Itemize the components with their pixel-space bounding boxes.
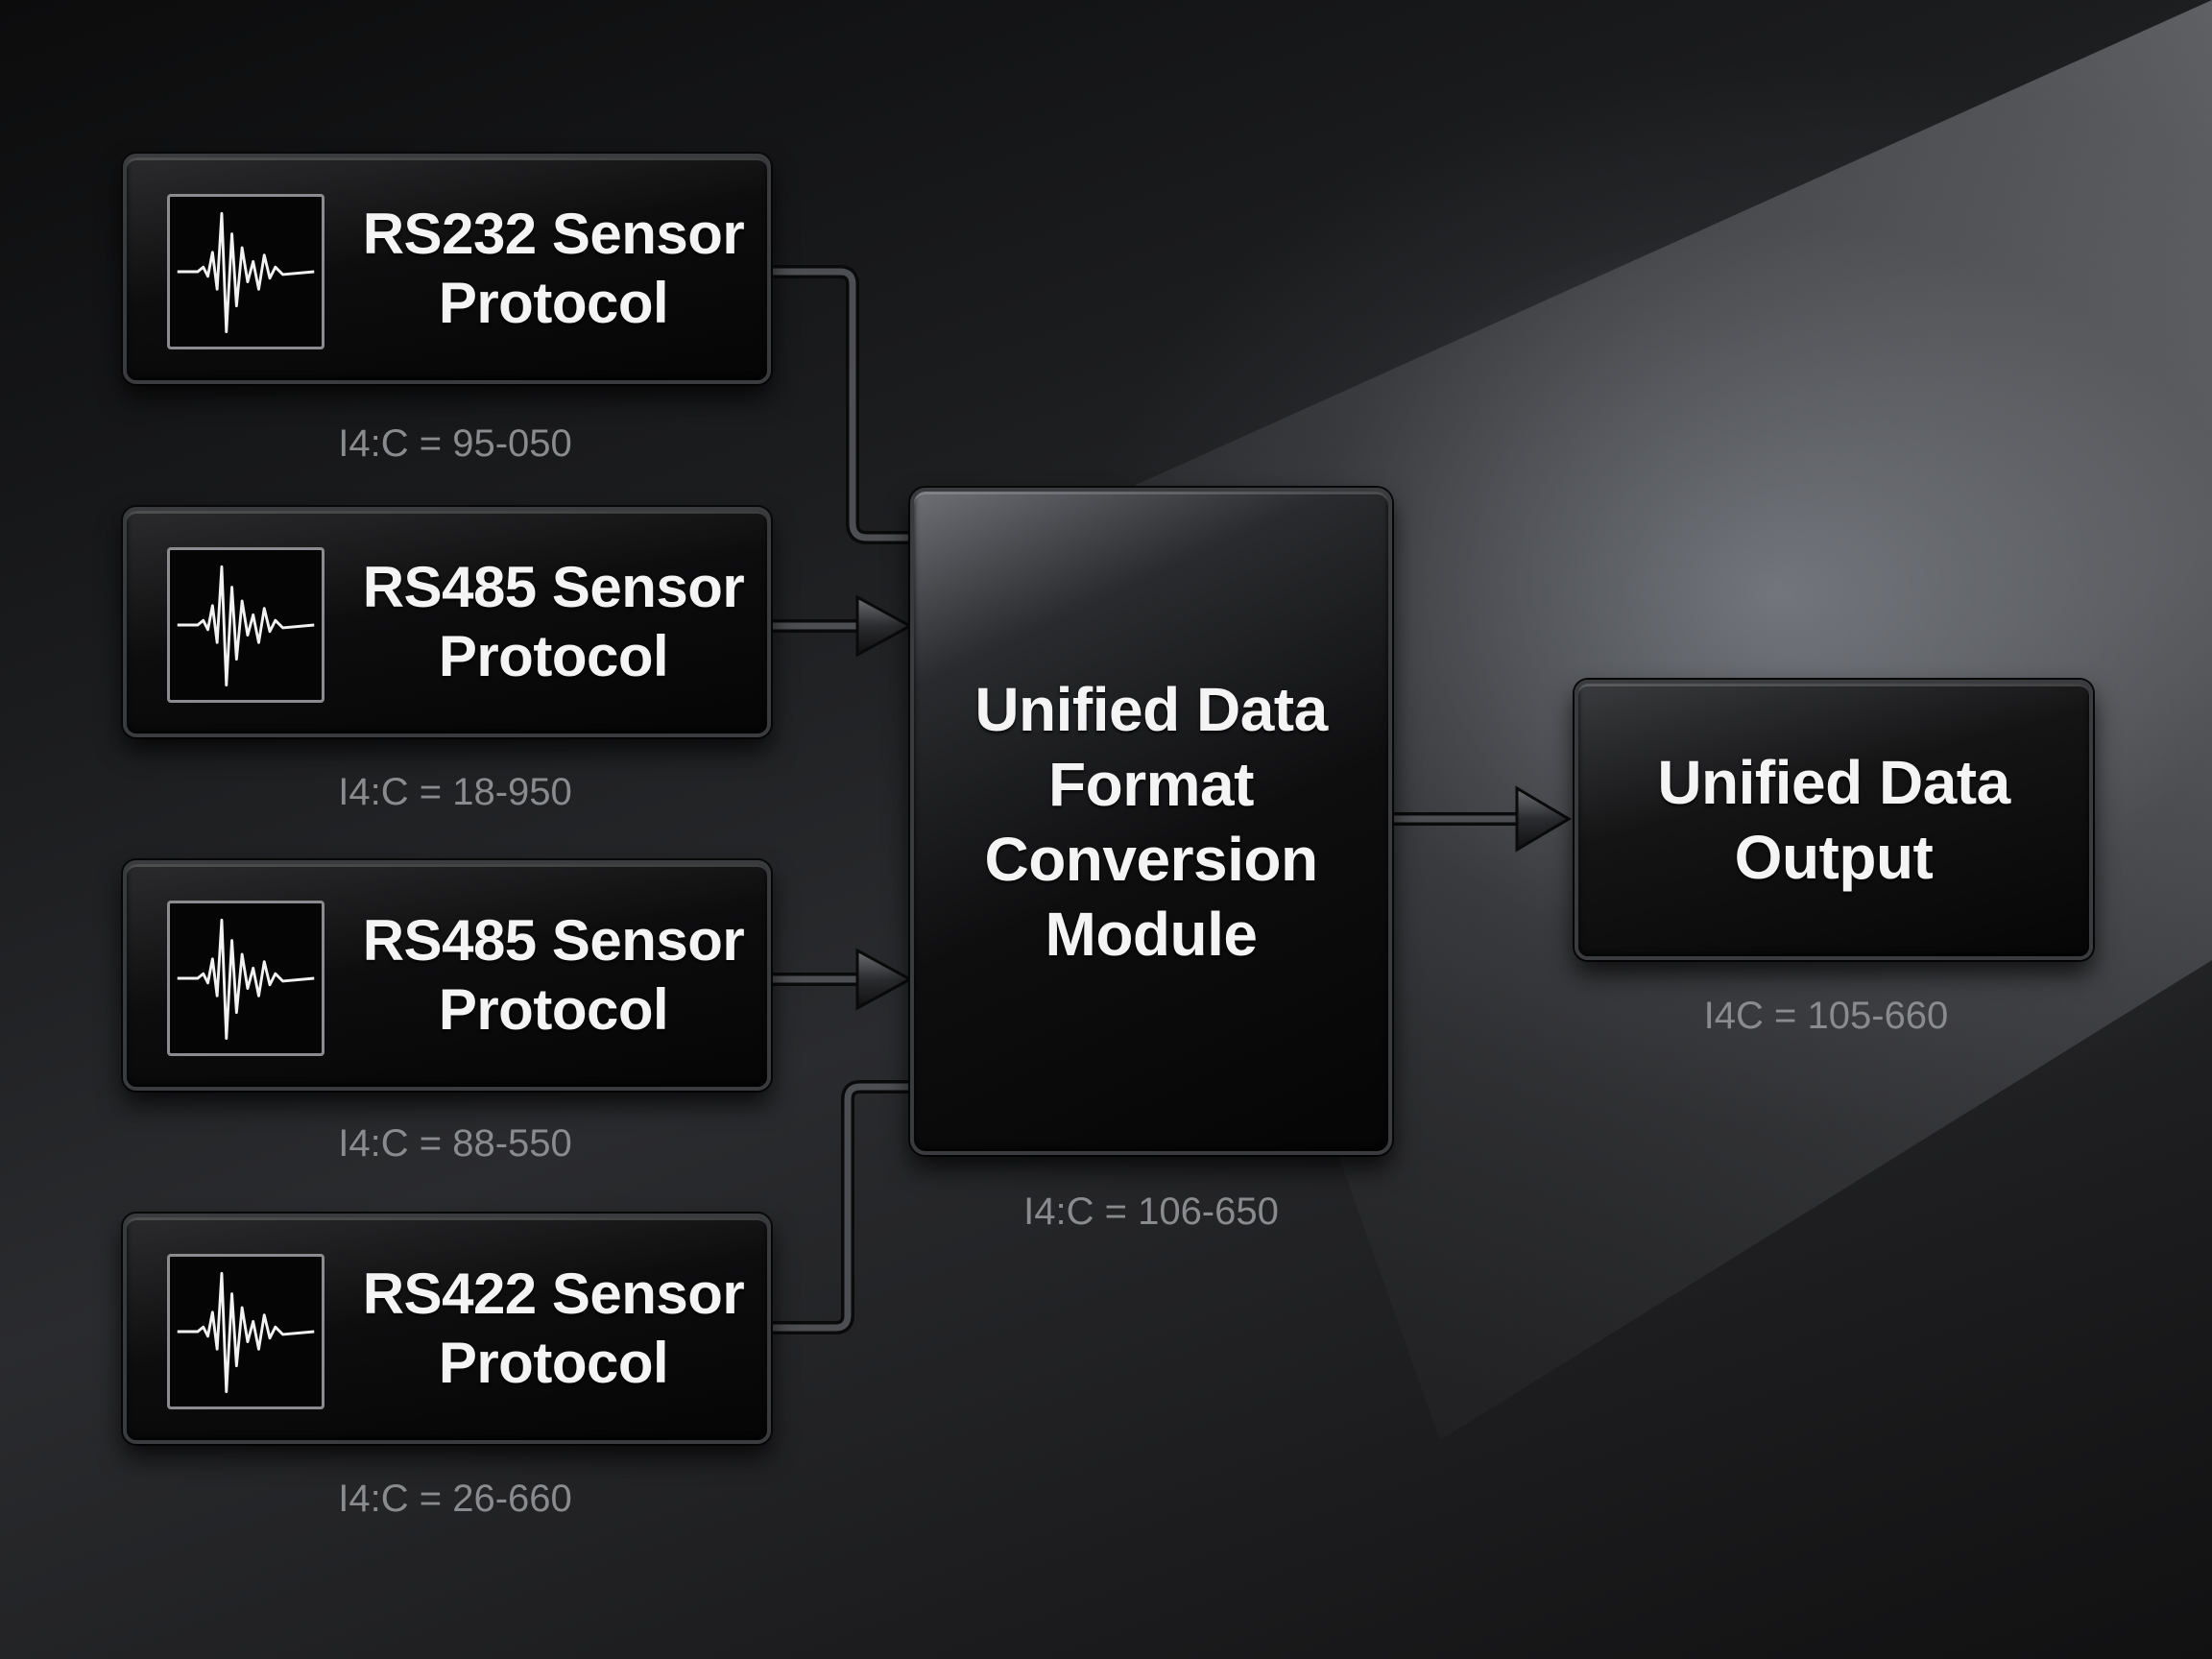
arrow-head-sensor-3	[855, 948, 914, 1011]
conversion-module-code: I4:C = 106-650	[1023, 1190, 1279, 1233]
output-node: Unified Data Output	[1575, 680, 2093, 960]
sensor-code: I4:C = 95-050	[338, 422, 572, 465]
arrow-head-sensor-2	[855, 594, 914, 658]
connector-sensor-1	[771, 265, 910, 544]
sensor-code: I4:C = 26-660	[338, 1478, 572, 1520]
conversion-module-node: Unified Data Format Conversion Module	[910, 488, 1392, 1155]
sensor-label: RS485 Sensor Protocol	[362, 908, 745, 1042]
sensor-node: RS422 Sensor Protocol	[123, 1214, 771, 1444]
output-code: I4C = 105-660	[1703, 995, 1949, 1037]
sensor-label: RS232 Sensor Protocol	[362, 202, 745, 335]
waveform-icon	[167, 1254, 325, 1409]
conversion-module-label: Unified Data Format Conversion Module	[974, 674, 1328, 969]
sensor-node: RS485 Sensor Protocol	[123, 507, 771, 737]
waveform-icon	[167, 194, 325, 349]
sensor-code: I4:C = 18-950	[338, 771, 572, 813]
output-label: Unified Data Output	[1657, 748, 2010, 892]
sensor-code: I4:C = 88-550	[338, 1122, 572, 1165]
sensor-label: RS422 Sensor Protocol	[362, 1262, 745, 1395]
connector-sensor-4	[771, 1080, 910, 1334]
sensor-label: RS485 Sensor Protocol	[362, 555, 745, 688]
sensor-node: RS232 Sensor Protocol	[123, 154, 771, 384]
sensor-node: RS485 Sensor Protocol	[123, 860, 771, 1091]
waveform-icon	[167, 547, 325, 703]
waveform-icon	[167, 901, 325, 1056]
arrow-head-output	[1515, 785, 1572, 853]
